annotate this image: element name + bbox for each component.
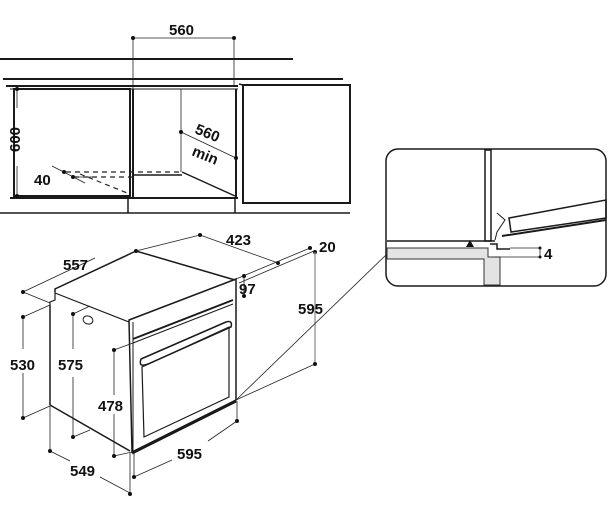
dim-line-body-depth-3 — [99, 476, 131, 494]
oven-top-back-edge — [54, 250, 236, 292]
dim-point — [128, 492, 132, 496]
oven-bottom-left-edge — [49, 404, 131, 452]
dim-point — [131, 36, 135, 40]
dim-panel-thickness: 20 — [319, 239, 336, 256]
control-panel-bottom-2 — [132, 303, 234, 344]
dim-point — [15, 87, 19, 91]
right-cabinet — [242, 84, 351, 204]
dim-point — [62, 170, 66, 174]
dim-point — [313, 362, 317, 366]
dim-front-height: 595 — [298, 301, 323, 318]
dim-point — [71, 435, 75, 439]
detail-door — [508, 199, 607, 233]
detail-marker-triangle — [466, 240, 474, 247]
dim-point — [234, 156, 238, 160]
dim-depth-value: 560 — [193, 121, 223, 146]
dim-ext — [22, 304, 51, 318]
oven-view: 557 423 20 97 595 530 — [10, 232, 387, 496]
dim-body-depth: 549 — [70, 463, 95, 480]
oven-flange — [49, 292, 56, 305]
dim-point — [132, 475, 136, 479]
dim-line-top-depth-2 — [119, 250, 137, 260]
dim-line-front-width-2 — [207, 420, 238, 442]
dim-side-height: 575 — [58, 357, 83, 374]
dim-point — [48, 449, 52, 453]
vent-leader — [51, 165, 86, 184]
installation-view: 560 600 40 560 min — [0, 22, 351, 214]
dim-point — [112, 454, 116, 458]
detail-hinge — [494, 212, 506, 241]
dim-point — [71, 312, 75, 316]
dim-ext — [113, 451, 133, 457]
dim-line-front-width — [133, 459, 173, 478]
dim-body-height: 530 — [10, 357, 35, 374]
detail-gap-dim: 4 — [544, 246, 553, 263]
dim-niche-height: 600 — [7, 127, 24, 152]
oven-side-vent — [82, 315, 94, 325]
dim-line-rear-width-2 — [199, 234, 279, 264]
dim-ext — [22, 291, 51, 304]
dim-rear-width: 423 — [226, 232, 251, 249]
right-cabinet-edge — [238, 83, 244, 86]
dim-point — [235, 419, 239, 423]
dim-point — [179, 130, 183, 134]
dim-point — [308, 246, 312, 250]
oven-door-window — [141, 326, 230, 438]
dim-point — [232, 36, 236, 40]
dim-point — [71, 175, 75, 179]
dim-line-panel-thickness-2 — [238, 250, 315, 284]
dim-line-panel-thickness — [235, 247, 311, 280]
dim-depth-suffix: min — [190, 143, 221, 169]
control-panel-bottom — [132, 299, 234, 340]
oven-door-handle — [139, 320, 233, 366]
dim-ext — [235, 363, 316, 401]
detail-view: 4 — [385, 148, 607, 287]
detail-shelf — [386, 247, 501, 286]
dim-ext — [113, 342, 134, 351]
dim-control-height: 97 — [239, 281, 256, 298]
dim-door-height: 478 — [98, 398, 123, 415]
dim-point — [112, 348, 116, 352]
dim-point — [198, 233, 202, 237]
detail-wall — [484, 149, 492, 242]
oven-bottom-trim — [131, 399, 237, 455]
dim-ext — [22, 405, 51, 419]
dim-line-top-depth — [22, 257, 96, 293]
left-cabinet — [13, 88, 131, 197]
dim-top-depth: 557 — [63, 257, 88, 274]
dim-point — [21, 315, 25, 319]
dim-front-width: 595 — [177, 446, 202, 463]
dim-point — [538, 246, 542, 250]
dim-point — [242, 294, 246, 298]
dim-ext — [72, 429, 91, 438]
detail-callout-line — [235, 254, 387, 401]
dim-line-body-depth-2 — [49, 450, 71, 462]
dim-point — [15, 194, 19, 198]
dim-vent-gap: 40 — [34, 172, 51, 189]
dim-line-rear-width — [135, 234, 201, 252]
dim-point — [538, 255, 542, 259]
dim-point — [21, 416, 25, 420]
dim-line-depth — [180, 131, 237, 159]
dim-point — [21, 290, 25, 294]
detail-step — [490, 243, 510, 250]
dim-niche-width: 560 — [169, 22, 194, 39]
niche-floor-diagonal — [181, 171, 236, 197]
detail-door-edge — [501, 219, 607, 237]
oven-top-left-edge — [54, 292, 130, 323]
dim-point — [242, 274, 246, 278]
dim-ext — [72, 305, 91, 315]
